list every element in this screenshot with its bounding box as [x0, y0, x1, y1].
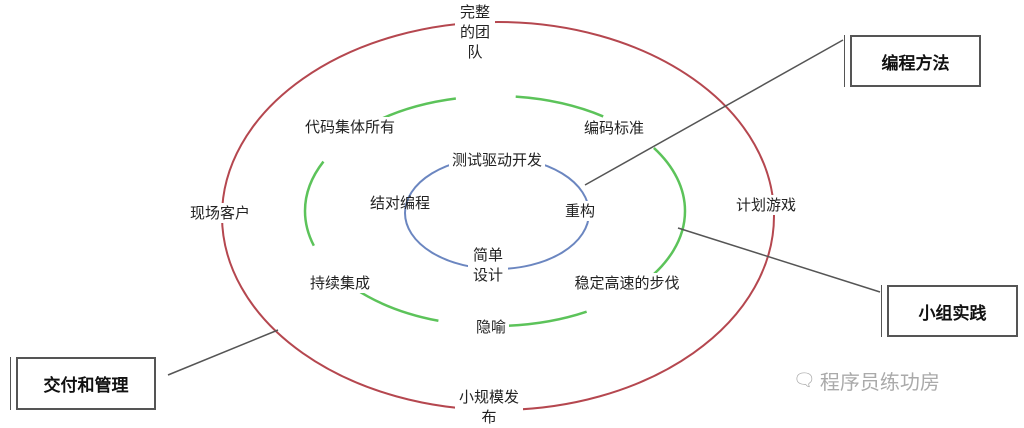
label-coding-standard: 编码标准	[580, 118, 648, 138]
label-planning-game: 计划游戏	[732, 195, 800, 215]
label-continuous-integration: 持续集成	[306, 273, 374, 293]
label-collective-ownership: 代码集体所有	[301, 117, 399, 137]
category-delivery: 交付和管理	[10, 357, 156, 410]
connector-team	[677, 227, 881, 293]
category-programming: 编程方法	[844, 35, 981, 87]
label-sustainable-pace: 稳定高速的步伐	[571, 273, 683, 293]
connector-delivery	[167, 329, 279, 376]
label-onsite-customer: 现场客户	[186, 203, 254, 223]
label-metaphor: 隐喻	[472, 317, 510, 337]
label-pair-programming: 结对编程	[369, 194, 431, 212]
category-team: 小组实践	[881, 285, 1018, 337]
label-small-releases: 小规模发布	[455, 387, 523, 427]
label-refactoring: 重构	[561, 201, 599, 221]
label-tdd: 测试驱动开发	[448, 150, 546, 170]
middle-ring	[303, 94, 687, 328]
label-whole-team: 完整的团队	[455, 2, 495, 62]
connector-programming	[584, 39, 844, 186]
watermark: 🗨 程序员练功房	[793, 366, 940, 395]
watermark-text: 程序员练功房	[819, 370, 940, 394]
label-simple-design: 简单设计	[468, 245, 508, 285]
wechat-icon: 🗨	[793, 370, 816, 391]
